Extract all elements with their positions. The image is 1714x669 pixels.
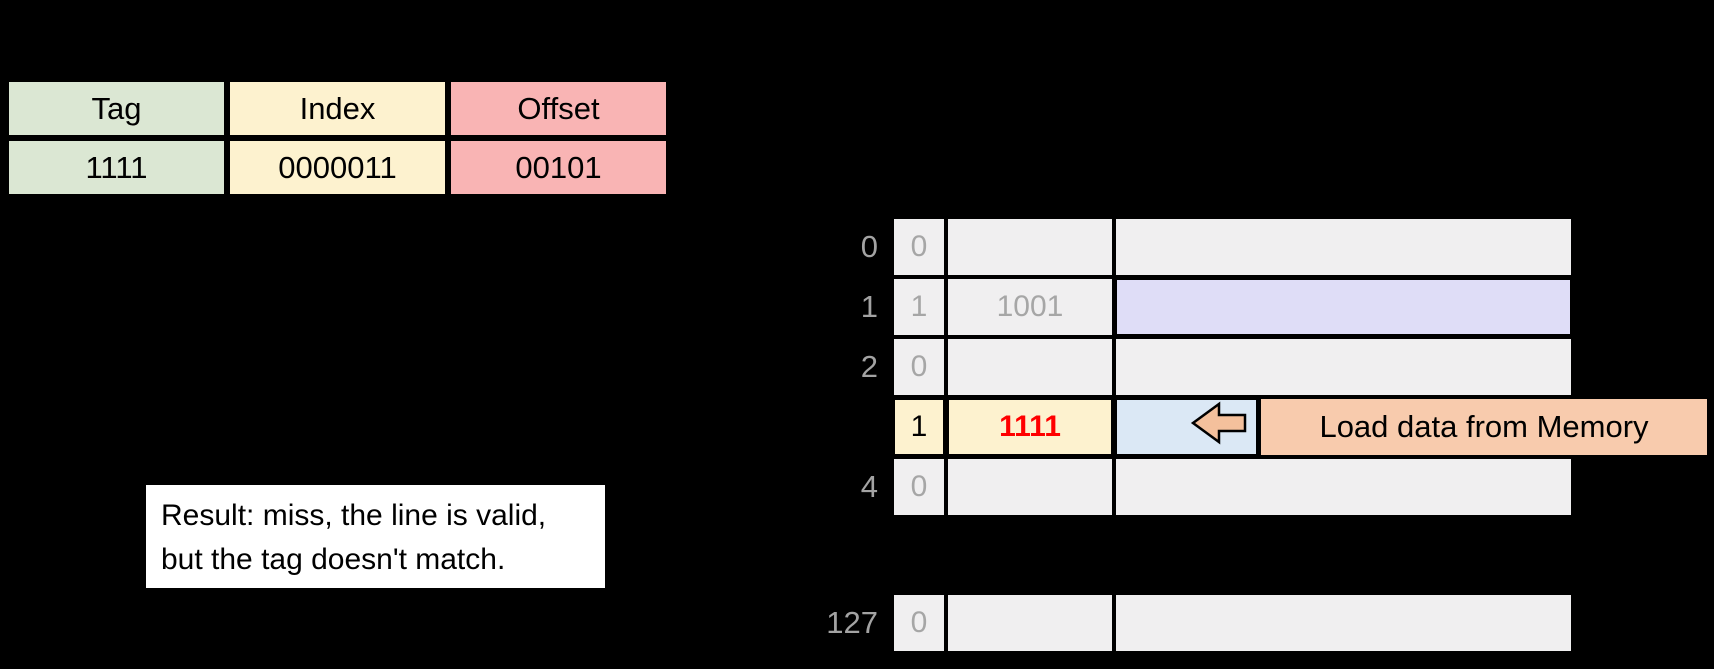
valid-bit-cell: 1 — [892, 397, 946, 457]
data-cell-occupied — [1114, 277, 1573, 337]
row-index-label: 2 — [860, 349, 878, 384]
valid-bit-cell: 0 — [892, 337, 946, 397]
tag-cell — [946, 593, 1114, 653]
row-index-label: 4 — [860, 469, 878, 504]
cache-row-2: 2 0 — [812, 337, 1709, 397]
cache-row-4: 4 0 — [812, 457, 1709, 517]
row-index-label: 1 — [860, 289, 878, 324]
tag-header-cell: Tag — [6, 79, 227, 138]
valid-bit-cell: 1 — [892, 277, 946, 337]
tag-value-cell: 1111 — [6, 138, 227, 197]
row-index-label: 127 — [826, 605, 878, 640]
address-value-row: 1111 0000011 00101 — [6, 138, 669, 197]
row-index-label: 0 — [860, 229, 878, 264]
cache-row-127: 127 0 — [812, 593, 1709, 653]
result-line-2: but the tag doesn't match. — [161, 543, 506, 576]
valid-bit-cell: 0 — [892, 217, 946, 277]
address-breakdown-table: Tag Index Offset 1111 0000011 00101 — [3, 76, 672, 200]
data-cell — [1114, 217, 1573, 277]
index-header-cell: Index — [227, 79, 448, 138]
memory-load-annotation: Load data from Memory — [1259, 397, 1709, 457]
cache-row-0: 0 0 — [812, 217, 1709, 277]
row-index-label — [812, 397, 892, 457]
tag-cell — [946, 337, 1114, 397]
offset-value-cell: 00101 — [448, 138, 669, 197]
cache-table: 0 0 1 1 1001 2 0 1 1111 Load data from M… — [812, 217, 1709, 653]
row-gap-ellipsis — [812, 517, 1709, 593]
address-header-row: Tag Index Offset — [6, 79, 669, 138]
result-box: Result: miss, the line is valid, but the… — [146, 485, 605, 588]
tag-cell — [946, 217, 1114, 277]
tag-cell: 1001 — [946, 277, 1114, 337]
data-load-cell — [1114, 397, 1259, 457]
cache-row-1: 1 1 1001 — [812, 277, 1709, 337]
left-arrow-icon — [1190, 401, 1248, 453]
valid-bit-cell: 0 — [892, 593, 946, 653]
index-value-cell: 0000011 — [227, 138, 448, 197]
data-cell — [1114, 457, 1573, 517]
result-line-1: Result: miss, the line is valid, — [161, 499, 547, 532]
data-cell — [1114, 593, 1573, 653]
tag-cell-mismatch: 1111 — [946, 397, 1114, 457]
tag-cell — [946, 457, 1114, 517]
data-cell — [1114, 337, 1573, 397]
offset-header-cell: Offset — [448, 79, 669, 138]
valid-bit-cell: 0 — [892, 457, 946, 517]
cache-row-3-highlighted: 1 1111 Load data from Memory — [812, 397, 1709, 457]
